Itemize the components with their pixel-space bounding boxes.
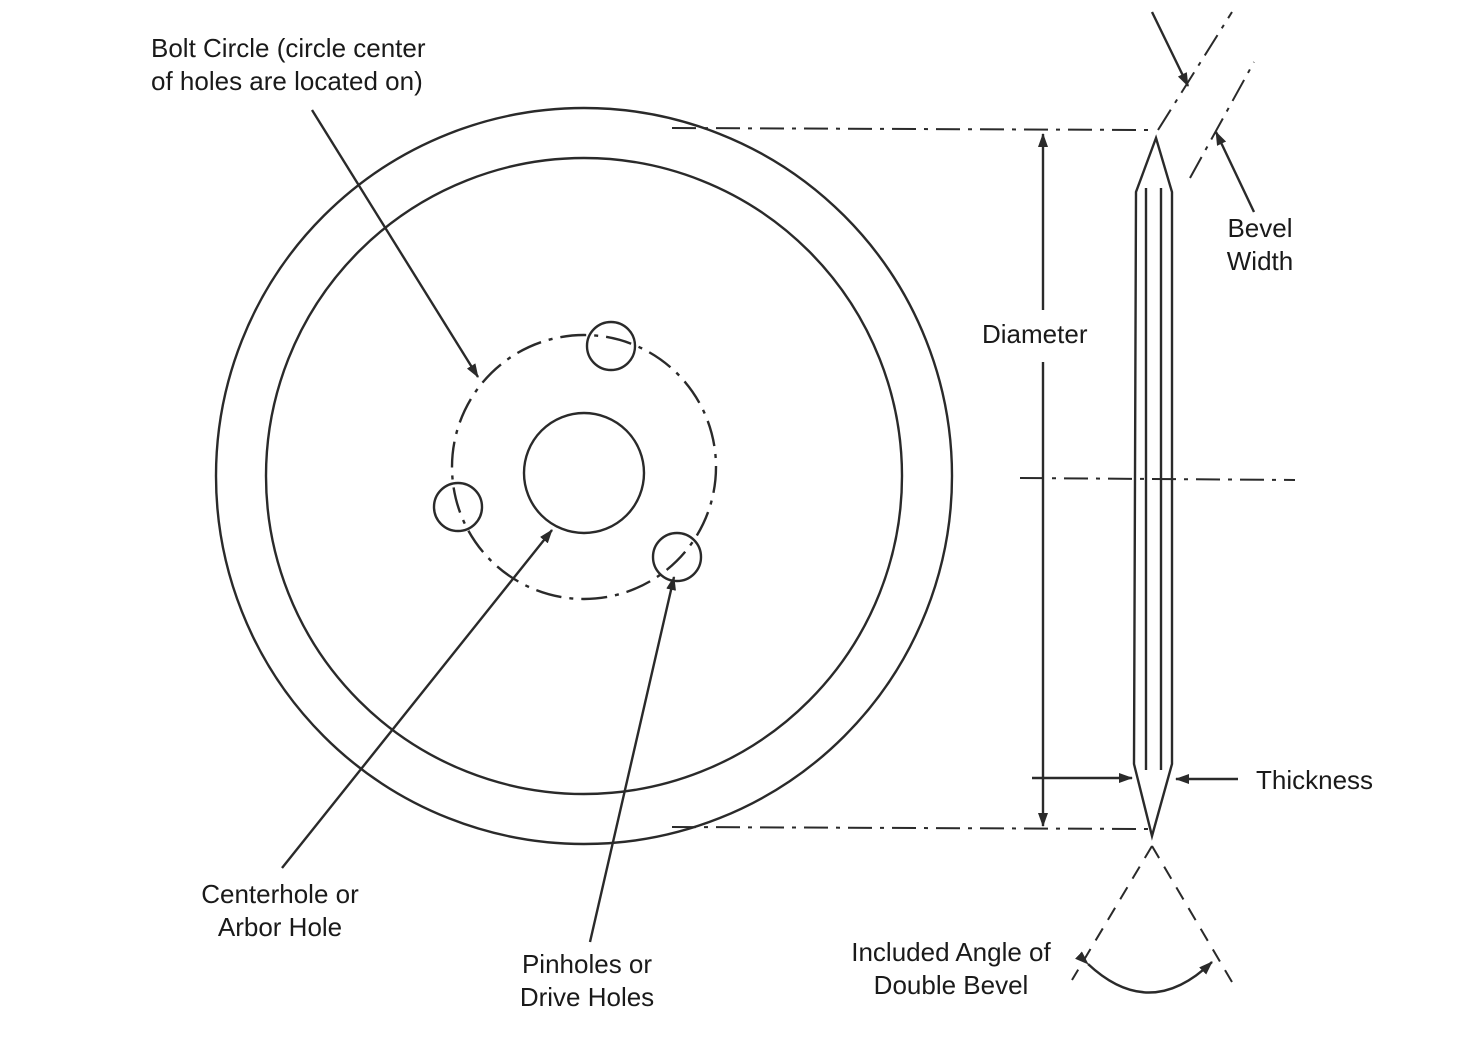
- angle-line-right: [1151, 845, 1233, 983]
- bevel-arrow-top: [1150, 11, 1190, 87]
- extension-line-top: [671, 127, 1151, 131]
- centerline-side: [1019, 477, 1296, 481]
- bevel-width-label: Bevel Width: [1200, 212, 1320, 278]
- blade-outer-circle: [214, 106, 954, 846]
- bolt-circle-label-line1: Bolt Circle (circle center: [151, 33, 426, 63]
- angle-line-left: [1071, 845, 1153, 981]
- bolt-circle-label-line2: of holes are located on): [151, 66, 423, 96]
- bevel-arrow-bottom: [1214, 131, 1256, 213]
- pinhole-top: [585, 320, 637, 372]
- bolt-circle: [450, 333, 718, 601]
- pinholes-label-line1: Pinholes or: [521, 949, 653, 979]
- bevel-extension-1: [1157, 11, 1233, 131]
- pinhole-right: [651, 531, 703, 583]
- bevel-extension-2: [1189, 61, 1255, 179]
- included-angle-label-line1: Included Angle of: [851, 937, 1051, 967]
- pinhole-leader: [588, 576, 676, 943]
- extension-line-bottom: [671, 826, 1151, 830]
- bevel-width-label-line2: Width: [1226, 246, 1294, 276]
- bolt-circle-label: Bolt Circle (circle center of holes are …: [151, 32, 426, 98]
- pinholes-label-line2: Drive Holes: [519, 982, 655, 1012]
- included-angle-label-line2: Double Bevel: [873, 970, 1029, 1000]
- centerhole-leader: [281, 529, 553, 869]
- included-angle-label: Included Angle of Double Bevel: [820, 936, 1082, 1002]
- bolt-circle-leader: [310, 109, 480, 378]
- pinholes-label: Pinholes or Drive Holes: [480, 948, 694, 1014]
- centerhole-label-line1: Centerhole or: [201, 879, 359, 909]
- bevel-width-label-line1: Bevel: [1227, 213, 1293, 243]
- angle-arc: [1075, 951, 1213, 994]
- blade-inner-circle: [264, 156, 904, 796]
- thickness-label: Thickness: [1256, 765, 1374, 795]
- centerhole-label: Centerhole or Arbor Hole: [170, 878, 390, 944]
- centerhole-label-line2: Arbor Hole: [217, 912, 343, 942]
- pinhole-left: [432, 481, 484, 533]
- diameter-label: Diameter: [982, 319, 1088, 349]
- centerhole: [522, 411, 646, 535]
- blade-side-profile: [1132, 134, 1174, 841]
